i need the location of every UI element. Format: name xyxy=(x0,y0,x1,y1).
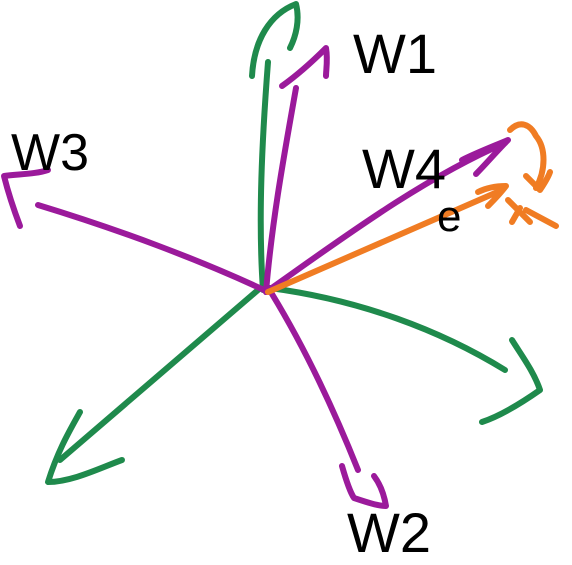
label-e: e xyxy=(437,192,462,241)
negative-w3-arrowhead xyxy=(45,409,125,485)
w4-arrowhead xyxy=(459,137,511,177)
negative-w4-vector xyxy=(267,285,508,373)
w1-vector xyxy=(263,85,299,295)
w2-arrowhead xyxy=(339,463,389,509)
negative-w3-vector xyxy=(57,287,261,463)
w4-vector xyxy=(263,140,508,295)
negative-w4-arrowhead xyxy=(479,337,543,425)
error-arrowhead xyxy=(475,183,509,209)
negative-vectors xyxy=(45,1,543,485)
w3-vector xyxy=(35,202,267,293)
negative-w1-arrowhead xyxy=(249,1,301,79)
label-w2: W2 xyxy=(347,501,431,564)
error-vector xyxy=(265,187,505,295)
w2-vector xyxy=(269,291,361,473)
w1-arrowhead xyxy=(279,45,330,89)
label-w3: W3 xyxy=(11,124,89,182)
label-w4: W4 xyxy=(362,137,446,200)
cross-mark xyxy=(505,197,559,229)
curved-correction-arrow xyxy=(507,121,547,191)
w3-arrowhead xyxy=(1,167,51,229)
label-w1: W1 xyxy=(353,22,437,85)
negative-w1-vector xyxy=(257,59,271,293)
weight-vectors xyxy=(1,45,511,509)
error-vector-group xyxy=(265,121,559,295)
curved-correction-arrowhead xyxy=(523,169,553,193)
